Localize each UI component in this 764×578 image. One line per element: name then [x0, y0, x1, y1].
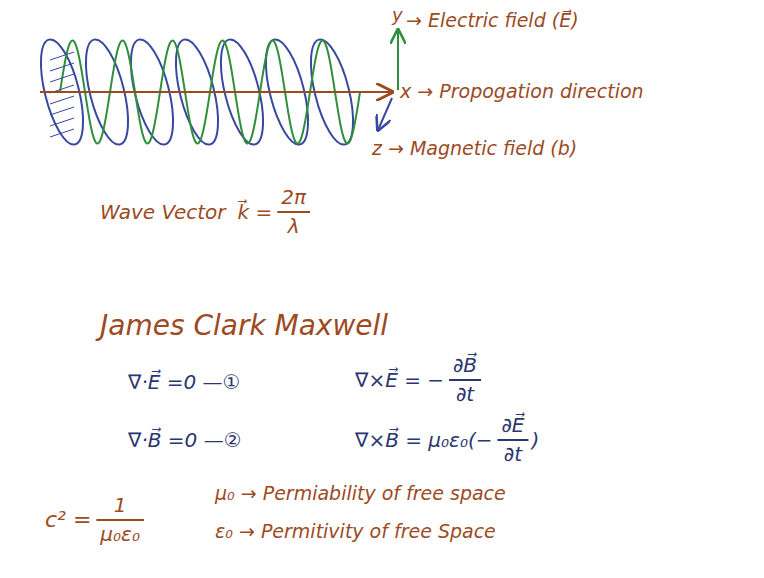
- fraction-part: μ₀ε₀: [100, 523, 140, 546]
- equation-text: ): [531, 429, 539, 452]
- fraction-bar: [277, 211, 310, 213]
- note-text: μ₀ → Permiability of free space: [215, 483, 506, 505]
- axis-caption: x → Propogation direction: [400, 81, 644, 103]
- note-text: ε₀ → Permitivity of free Space: [215, 521, 496, 543]
- axis-label: y: [392, 5, 403, 26]
- fraction-bar: [96, 519, 144, 521]
- equation-text: ∇·B⃗ =0 —②: [128, 429, 242, 452]
- axis-caption: → Electric field (E⃗): [406, 10, 579, 32]
- hatch-line: [50, 118, 74, 126]
- fraction-part: ∂B⃗: [453, 354, 477, 377]
- formula-text: k⃗ =: [238, 201, 273, 224]
- hatch-line: [50, 52, 74, 60]
- fraction-part: ∂t: [456, 383, 474, 406]
- equation-text: ∇×E⃗ = −: [355, 369, 444, 392]
- formula-text: c² =: [45, 507, 91, 532]
- hatch-line: [50, 129, 74, 137]
- equation-text: ∇×B⃗ = μ₀ε₀(−: [355, 429, 492, 452]
- propagation-axis: [40, 91, 392, 93]
- wave-hatching: [50, 52, 74, 137]
- hatch-line: [50, 63, 74, 71]
- fraction-bar: [497, 439, 528, 441]
- hatch-line: [50, 96, 74, 104]
- hatch-line: [50, 107, 74, 115]
- fraction-part: 1: [114, 494, 127, 517]
- heading-text: James Clark Maxwell: [100, 310, 388, 342]
- equation-text: ∇·E⃗ =0 —①: [128, 371, 241, 394]
- fraction-part: ∂E⃗: [501, 414, 524, 437]
- fraction-bar: [449, 379, 481, 381]
- fraction-part: ∂t: [504, 443, 522, 466]
- hatch-line: [50, 74, 74, 82]
- y-axis-arrow: [397, 30, 399, 90]
- axis-caption: z → Magnetic field (b): [372, 138, 577, 160]
- formula-text: Wave Vector: [100, 201, 226, 224]
- fraction-part: 2π: [281, 186, 306, 209]
- fraction-part: λ: [288, 215, 300, 238]
- z-axis-arrow: [378, 98, 392, 130]
